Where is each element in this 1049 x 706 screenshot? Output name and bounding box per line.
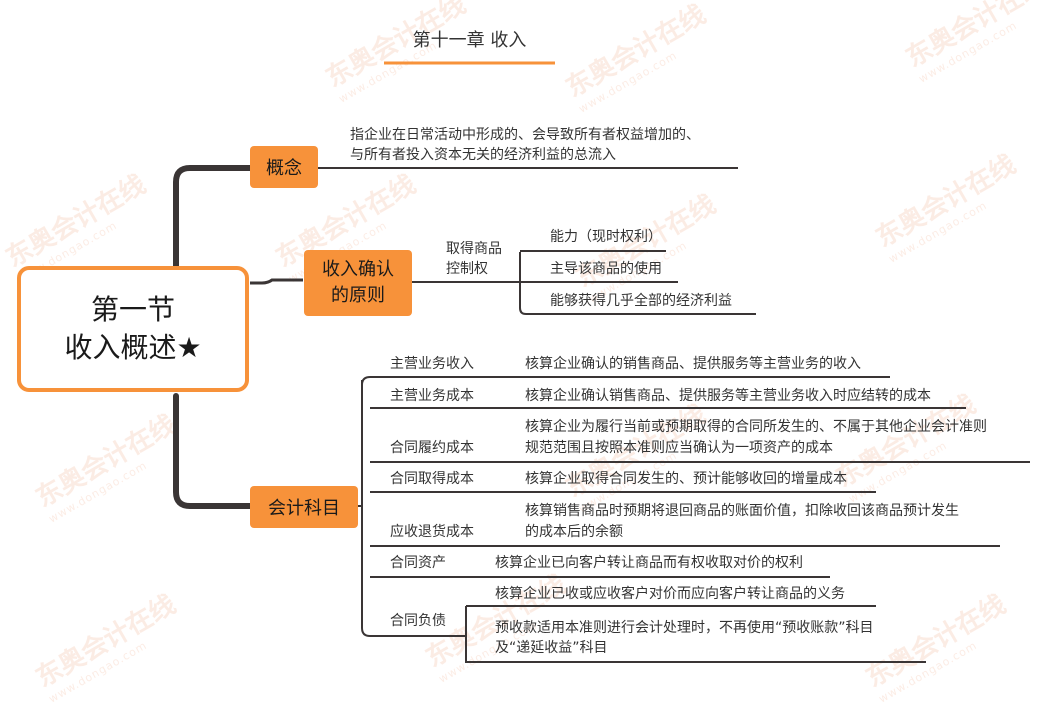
recognition-node: 收入确认 的原则 xyxy=(304,250,412,316)
account-desc: 核算企业取得合同发生的、预计能够收回的增量成本 xyxy=(525,471,847,487)
recognition-label-line1: 收入确认 xyxy=(322,259,394,280)
root-node: 第一节 收入概述★ xyxy=(17,266,249,392)
connector-root-accounts xyxy=(173,393,253,509)
connector-root-recognition xyxy=(250,278,303,285)
account-name: 合同负债 xyxy=(390,613,446,629)
connector-root-concept xyxy=(173,165,253,271)
account-name: 合同取得成本 xyxy=(390,471,474,487)
liability-note-line1: 预收款适用本准则进行会计处理时，不再使用“预收账款”科目 xyxy=(495,620,874,636)
root-line2: 收入概述★ xyxy=(64,331,202,364)
page-title: 第十一章 收入 xyxy=(412,30,527,51)
account-desc: 核算企业确认的销售商品、提供服务等主营业务的收入 xyxy=(525,356,861,372)
account-name: 合同履约成本 xyxy=(390,440,474,456)
accounts-node: 会计科目 xyxy=(250,486,358,528)
concept-definition-line1: 指企业在日常活动中形成的、会导致所有者权益增加的、 xyxy=(350,127,700,143)
recognition-sub-line1: 取得商品 xyxy=(446,241,502,257)
account-name: 合同资产 xyxy=(390,555,446,571)
account-name: 主营业务成本 xyxy=(390,388,474,404)
account-desc: 核算企业确认销售商品、提供服务等主营业务收入时应结转的成本 xyxy=(525,388,931,404)
account-name: 主营业务收入 xyxy=(390,356,474,372)
account-name: 应收退货成本 xyxy=(390,524,474,540)
account-desc: 核算企业已收或应收客户对价而应向客户转让商品的义务 xyxy=(495,586,845,602)
recognition-sub-line2: 控制权 xyxy=(446,261,488,277)
recognition-item: 能力（现时权利） xyxy=(550,229,662,245)
concept-definition-line2: 与所有者投入资本无关的经济利益的总流入 xyxy=(350,147,616,163)
recognition-item: 能够获得几乎全部的经济利益 xyxy=(550,293,732,309)
account-desc: 核算企业已向客户转让商品而有权收取对价的权利 xyxy=(495,555,803,571)
account-desc: 核算销售商品时预期将退回商品的账面价值，扣除收回该商品预计发生 xyxy=(525,503,959,519)
concept-node: 概念 xyxy=(250,146,318,188)
account-desc: 规范范围且按照本准则应当确认为一项资产的成本 xyxy=(525,440,833,456)
account-desc: 的成本后的余额 xyxy=(525,524,623,540)
root-line1: 第一节 xyxy=(90,293,175,326)
account-desc: 核算企业为履行当前或预期取得的合同所发生的、不属于其他企业会计准则 xyxy=(525,419,987,435)
recognition-label-line2: 的原则 xyxy=(331,285,385,306)
liability-note-line2: 及“递延收益”科目 xyxy=(495,640,608,656)
connector-lines xyxy=(173,61,1030,663)
recognition-item: 主导该商品的使用 xyxy=(550,261,662,277)
